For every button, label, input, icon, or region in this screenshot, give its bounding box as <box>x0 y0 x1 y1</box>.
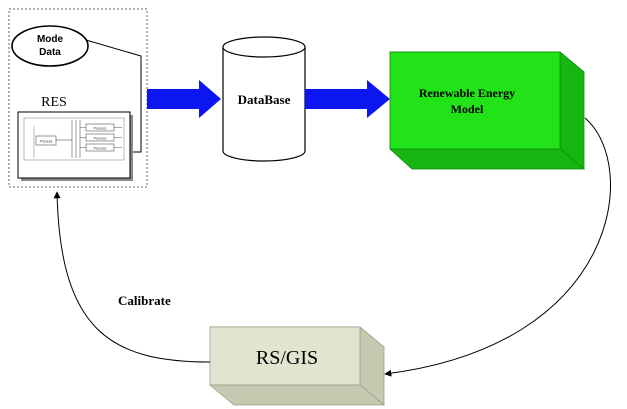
res-inner-process-box <box>35 135 57 146</box>
model-label-line1: Renewable Energy <box>419 86 515 100</box>
model-box-front <box>389 51 561 150</box>
model-box-side <box>559 51 585 170</box>
res-inner-row-1-label: Process <box>94 127 107 131</box>
flow-arrow-res-to-database <box>147 80 221 118</box>
model-box-bottom-shade <box>388 148 586 170</box>
curve-arrow-model-to-rsgis <box>384 117 611 377</box>
mode-data-label-line2: Data <box>39 47 61 58</box>
database-label: DataBase <box>238 92 291 107</box>
mode-data-ellipse <box>11 25 89 67</box>
curve-arrow-rsgis-to-source <box>53 191 211 363</box>
model-label-line2: Model <box>451 102 484 116</box>
res-inner-frame <box>23 117 125 161</box>
res-inner-process-label: Process <box>40 140 53 144</box>
res-inner-row-2-label: Process <box>94 137 107 141</box>
database-cylinder-top <box>222 36 306 58</box>
flow-arrow-database-to-model <box>305 80 390 118</box>
res-label: RES <box>41 95 67 110</box>
mode-data-connector <box>85 39 142 153</box>
mode-data-label-line1: Mode <box>37 34 64 45</box>
rsgis-label: RS/GIS <box>256 347 318 369</box>
database-cylinder-body <box>222 47 306 162</box>
res-inner-row-3-label: Process <box>94 147 107 151</box>
rsgis-box-bottom <box>208 384 386 406</box>
calibrate-label: Calibrate <box>118 293 171 308</box>
